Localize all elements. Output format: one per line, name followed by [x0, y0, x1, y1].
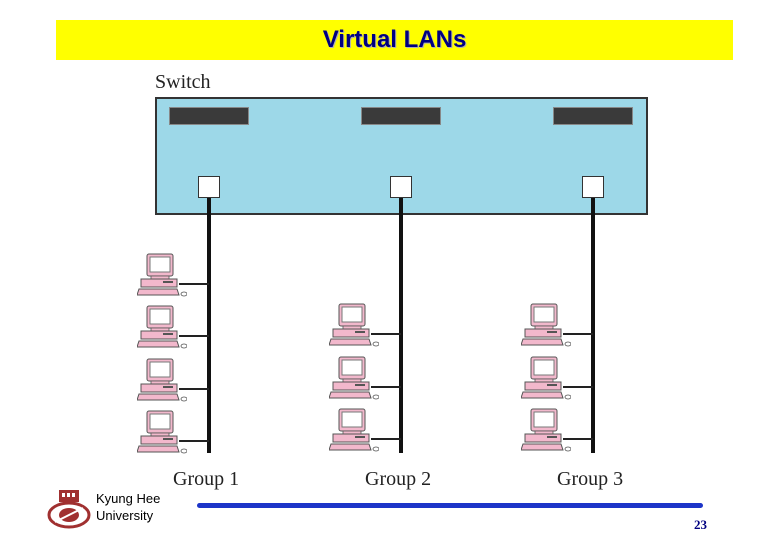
title-bar: Virtual LANs: [56, 20, 733, 60]
university-name-line-2: University: [96, 508, 154, 523]
computer-connection: [371, 386, 401, 388]
computer-icon: [137, 253, 187, 297]
computer-connection: [179, 283, 209, 285]
group-label-2: Group 2: [365, 468, 432, 490]
computer-icon: [137, 305, 187, 349]
computer-icon: [329, 356, 379, 400]
switch-label: Switch: [155, 71, 211, 93]
university-name-line-1: Kyung Hee: [96, 491, 161, 506]
computer-connection: [563, 386, 593, 388]
computer-icon: [521, 303, 571, 347]
computer-icon: [329, 408, 379, 452]
computer-connection: [179, 335, 209, 337]
computer-connection: [563, 438, 593, 440]
switch-uplink-port-1: [169, 107, 249, 125]
computer-icon: [137, 358, 187, 402]
computer-connection: [179, 440, 209, 442]
group-label-1: Group 1: [173, 468, 240, 490]
university-logo-icon: [47, 490, 91, 529]
page-number: 23: [694, 517, 707, 532]
computer-icon: [137, 410, 187, 454]
switch-port-2: [390, 176, 412, 198]
computer-connection: [371, 438, 401, 440]
footer-divider: [197, 503, 703, 508]
computer-connection: [563, 333, 593, 335]
computer-icon: [521, 408, 571, 452]
switch-uplink-port-3: [553, 107, 633, 125]
switch-port-1: [198, 176, 220, 198]
switch-uplink-port-2: [361, 107, 441, 125]
bus-line-2: [399, 198, 403, 453]
bus-line-3: [591, 198, 595, 453]
university-name: Kyung Hee University: [96, 490, 160, 524]
switch-port-3: [582, 176, 604, 198]
page-title: Virtual LANs: [322, 26, 467, 53]
bus-line-1: [207, 198, 211, 453]
computer-icon: [329, 303, 379, 347]
computer-connection: [371, 333, 401, 335]
group-label-3: Group 3: [557, 468, 624, 490]
computer-connection: [179, 388, 209, 390]
computer-icon: [521, 356, 571, 400]
